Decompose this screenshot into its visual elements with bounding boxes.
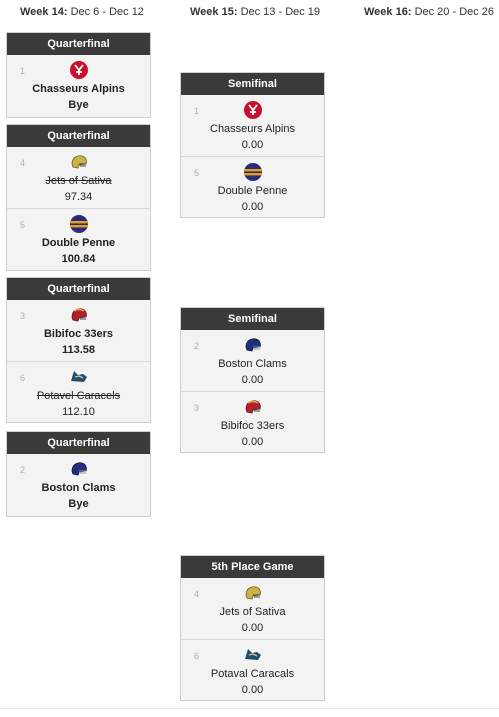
- team-score: 112.10: [62, 406, 95, 418]
- seed-number: 4: [20, 158, 26, 168]
- seed-number: 6: [20, 373, 26, 383]
- team-name: Jets of Sativa: [45, 175, 112, 187]
- team-name: Bibifoc 33ers: [43, 328, 114, 340]
- semifinal-card-2[interactable]: Semifinal 2 Boston Clams 0.00 3 Bibifoc …: [180, 307, 325, 453]
- team-name: Double Penne: [41, 237, 116, 249]
- blue-helmet-logo-icon: [71, 462, 87, 476]
- seed-number: 5: [20, 220, 26, 230]
- team-score: 0.00: [241, 374, 264, 386]
- matchup-title: Quarterfinal: [7, 432, 150, 454]
- team-potavel-caracels[interactable]: 6 Potavel Caracels 112.10: [7, 361, 150, 422]
- team-score: 0.00: [241, 201, 264, 213]
- team-score: 113.58: [61, 344, 96, 356]
- team-double-penne[interactable]: 5 Double Penne 0.00: [181, 156, 324, 217]
- gold-helmet-logo-icon: [245, 586, 261, 600]
- caracal-logo-icon: [244, 649, 261, 660]
- quarterfinal-card-3[interactable]: Quarterfinal 3 Bibifoc 33ers 113.58 6 Po…: [6, 277, 151, 423]
- matchup-title: Quarterfinal: [7, 278, 150, 300]
- team-name: Potavel Caracels: [36, 390, 121, 402]
- semifinal-card-1[interactable]: Semifinal 1 Chasseurs Alpins 0.00 5 Doub…: [180, 72, 325, 218]
- team-boston-clams[interactable]: 2 Boston Clams 0.00: [181, 330, 324, 391]
- matchup-title: Semifinal: [181, 308, 324, 330]
- team-score: 0.00: [241, 622, 264, 634]
- team-score: Bye: [68, 99, 89, 111]
- team-name: Double Penne: [217, 185, 288, 197]
- week-16-header: Week 16: Dec 20 - Dec 26: [364, 6, 495, 18]
- team-name: Boston Clams: [218, 358, 287, 370]
- seed-number: 4: [194, 589, 200, 599]
- seed-number: 1: [194, 106, 200, 116]
- page-divider: [0, 708, 499, 709]
- seed-number: 6: [194, 651, 200, 661]
- team-score: 100.84: [61, 253, 96, 265]
- team-chasseurs-alpins[interactable]: 1 Chasseurs Alpins Bye: [7, 55, 150, 117]
- quarterfinal-card-1[interactable]: Quarterfinal 1 Chasseurs Alpins Bye: [6, 32, 151, 118]
- team-name: Chasseurs Alpins: [32, 83, 125, 95]
- seed-number: 3: [20, 311, 26, 321]
- team-bibifoc-33ers[interactable]: 3 Bibifoc 33ers 0.00: [181, 391, 324, 452]
- team-bibifoc-33ers[interactable]: 3 Bibifoc 33ers 113.58: [7, 300, 150, 361]
- team-double-penne[interactable]: 5 Double Penne 100.84: [7, 208, 150, 270]
- team-boston-clams[interactable]: 2 Boston Clams Bye: [7, 454, 150, 516]
- team-score: 0.00: [241, 139, 264, 151]
- team-score: Bye: [68, 498, 89, 510]
- seed-number: 5: [194, 168, 200, 178]
- red-circle-logo-icon: [69, 61, 88, 79]
- team-score: 0.00: [241, 436, 264, 448]
- team-jets-of-sativa[interactable]: 4 Jets of Sativa 97.34: [7, 147, 150, 208]
- red-gold-helmet-logo-icon: [71, 308, 87, 322]
- fifth-place-card[interactable]: 5th Place Game 4 Jets of Sativa 0.00 6 P…: [180, 555, 325, 701]
- quarterfinal-card-2[interactable]: Quarterfinal 4 Jets of Sativa 97.34 5 Do…: [6, 124, 151, 271]
- gold-helmet-logo-icon: [71, 155, 87, 169]
- blue-helmet-logo-icon: [245, 338, 261, 352]
- red-gold-helmet-logo-icon: [245, 400, 261, 414]
- week-14-header: Week 14: Dec 6 - Dec 12: [20, 6, 144, 18]
- team-name: Boston Clams: [41, 482, 116, 494]
- matchup-title: Semifinal: [181, 73, 324, 95]
- team-potaval-caracals[interactable]: 6 Potaval Caracals 0.00: [181, 639, 324, 700]
- matchup-title: Quarterfinal: [7, 125, 150, 147]
- team-score: 97.34: [64, 191, 93, 203]
- team-score: 0.00: [241, 684, 264, 696]
- quarterfinal-card-4[interactable]: Quarterfinal 2 Boston Clams Bye: [6, 431, 151, 517]
- team-name: Potaval Caracals: [210, 668, 295, 680]
- team-name: Chasseurs Alpins: [210, 123, 295, 135]
- caracal-logo-icon: [70, 371, 87, 382]
- striped-ball-logo-icon: [243, 163, 262, 181]
- team-jets-of-sativa[interactable]: 4 Jets of Sativa 0.00: [181, 578, 324, 639]
- team-chasseurs-alpins[interactable]: 1 Chasseurs Alpins 0.00: [181, 95, 324, 156]
- seed-number: 2: [20, 465, 26, 475]
- team-name: Jets of Sativa: [219, 606, 286, 618]
- matchup-title: 5th Place Game: [181, 556, 324, 578]
- red-circle-logo-icon: [243, 101, 262, 119]
- seed-number: 2: [194, 341, 200, 351]
- seed-number: 1: [20, 66, 26, 76]
- matchup-title: Quarterfinal: [7, 33, 150, 55]
- team-name: Bibifoc 33ers: [220, 420, 285, 432]
- seed-number: 3: [194, 403, 200, 413]
- striped-ball-logo-icon: [69, 215, 88, 233]
- week-15-header: Week 15: Dec 13 - Dec 19: [190, 6, 321, 18]
